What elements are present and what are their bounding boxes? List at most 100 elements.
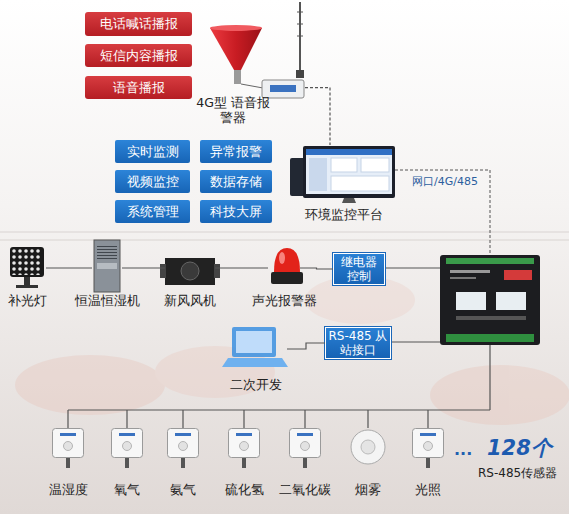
fan-rotor: [181, 262, 199, 280]
controller-marking: [450, 270, 490, 273]
controller-body: [440, 255, 540, 345]
monitor-screen: [306, 149, 392, 194]
broadcast-feature: 电话喊话播报: [85, 12, 192, 36]
fill-light-base: [16, 285, 38, 288]
antenna-coil: [297, 12, 303, 36]
device-label: 声光报警器: [224, 293, 344, 308]
fill-light: 补光灯: [8, 248, 46, 288]
box-label: 电话喊话播报: [100, 15, 178, 33]
relay-box: 继电器 控制: [333, 253, 385, 285]
horn-rim: [210, 25, 262, 31]
box-label: 数据存储: [210, 173, 262, 191]
connector: [122, 267, 165, 268]
platform-feature: 系统管理: [115, 200, 190, 223]
oxygen-sensor: [112, 429, 143, 469]
monitor-platform: 环境监控平台: [293, 145, 395, 203]
fill-light-body: [10, 247, 44, 277]
ellipsis: ...: [454, 440, 472, 459]
horn-neck: [234, 70, 241, 84]
box-label: 实时监测: [127, 143, 179, 161]
device-label: 新风风机: [130, 293, 250, 308]
temp-humidity-sensor: [53, 429, 84, 469]
terminal-strip: [446, 258, 534, 264]
device-label: 二氧化碳: [245, 482, 365, 497]
terminal-strip: [446, 334, 534, 342]
sensor-type: RS-485传感器: [478, 465, 557, 482]
connector: [215, 267, 268, 268]
climate-cabinet: [94, 240, 120, 292]
antenna-base: [296, 70, 304, 78]
co2-sensor: [290, 429, 321, 469]
alarm-device-panel: [270, 85, 296, 92]
cabinet-grill: [97, 244, 117, 259]
light-sensor: [413, 429, 444, 469]
controller-marking: [450, 277, 476, 279]
device-label: 二次开发: [196, 377, 316, 392]
device-label: 补光灯: [0, 293, 87, 308]
alarm-base: [271, 272, 303, 284]
secondary-dev: 二次开发: [225, 325, 287, 373]
broadcast-feature: 语音播报: [85, 76, 192, 99]
box-label: 语音播报: [113, 79, 165, 97]
h2s-sensor: [229, 429, 260, 469]
ammonia-sensor: [168, 429, 199, 469]
horn-speaker: [210, 28, 262, 70]
box-label: 科技大屏: [210, 203, 262, 221]
fan-body: [165, 258, 215, 285]
monitor-stand: [342, 198, 356, 203]
laptop-display: [236, 331, 272, 353]
connector: [46, 267, 92, 268]
screen-panel: [331, 176, 389, 191]
device-label: 烟雾: [308, 482, 428, 497]
smoke-detector-center: [361, 440, 375, 454]
broadcast-feature: 短信内容播报: [85, 44, 192, 67]
rs485-wire: [391, 341, 440, 342]
fan-duct: [214, 264, 220, 278]
link-label: 网口/4G/485: [412, 174, 478, 189]
voice-alarm: 4G型 语音报警器: [205, 25, 305, 93]
pig-shadow: [430, 365, 569, 425]
device-label: 4G型 语音报警器: [191, 95, 275, 125]
sensor: 二氧化碳: [288, 428, 322, 470]
fill-light-leds: [12, 249, 42, 275]
laptop-base: [222, 358, 288, 367]
screen-header: [306, 149, 392, 155]
sensor: 温湿度: [51, 428, 85, 470]
rs485-box: RS-485 从站接口: [325, 327, 391, 359]
sensor: 氨气: [166, 428, 200, 470]
sensor-count: 128个: [487, 434, 552, 462]
device-label: 温湿度: [8, 482, 128, 497]
screen-panel: [331, 158, 357, 172]
smoke-detector: [351, 430, 385, 464]
climate-unit: 恒温恒湿机: [92, 248, 122, 288]
sound-light-alarm: 声光报警器: [268, 248, 300, 288]
screen-panel: [361, 158, 389, 172]
platform-feature: 异常报警: [200, 140, 272, 163]
device-label: 光照: [368, 482, 488, 497]
box-label: 视频监控: [127, 173, 179, 191]
fresh-air-fan: 新风风机: [165, 248, 215, 288]
device-label: 环境监控平台: [284, 207, 404, 222]
laptop-screen: [232, 327, 276, 357]
device-label: 恒温恒湿机: [47, 293, 167, 308]
sensor: 烟雾: [351, 428, 385, 470]
platform-feature: 实时监测: [115, 140, 190, 163]
sensor: 硫化氢: [227, 428, 261, 470]
pig-shadow: [15, 355, 165, 415]
platform-feature: 科技大屏: [200, 200, 272, 223]
box-label: 异常报警: [210, 143, 262, 161]
box-label: 继电器 控制: [334, 255, 384, 283]
controller-leds: [456, 316, 526, 320]
platform-feature: 数据存储: [200, 170, 272, 193]
platform-feature: 视频监控: [115, 170, 190, 193]
screen-sidebar: [309, 158, 327, 191]
alarm-dome: [274, 248, 300, 272]
relay-wire: [385, 267, 440, 268]
sensor: 氧气: [110, 428, 144, 470]
box-label: 短信内容播报: [100, 47, 178, 65]
box-label: RS-485 从站接口: [326, 329, 390, 357]
